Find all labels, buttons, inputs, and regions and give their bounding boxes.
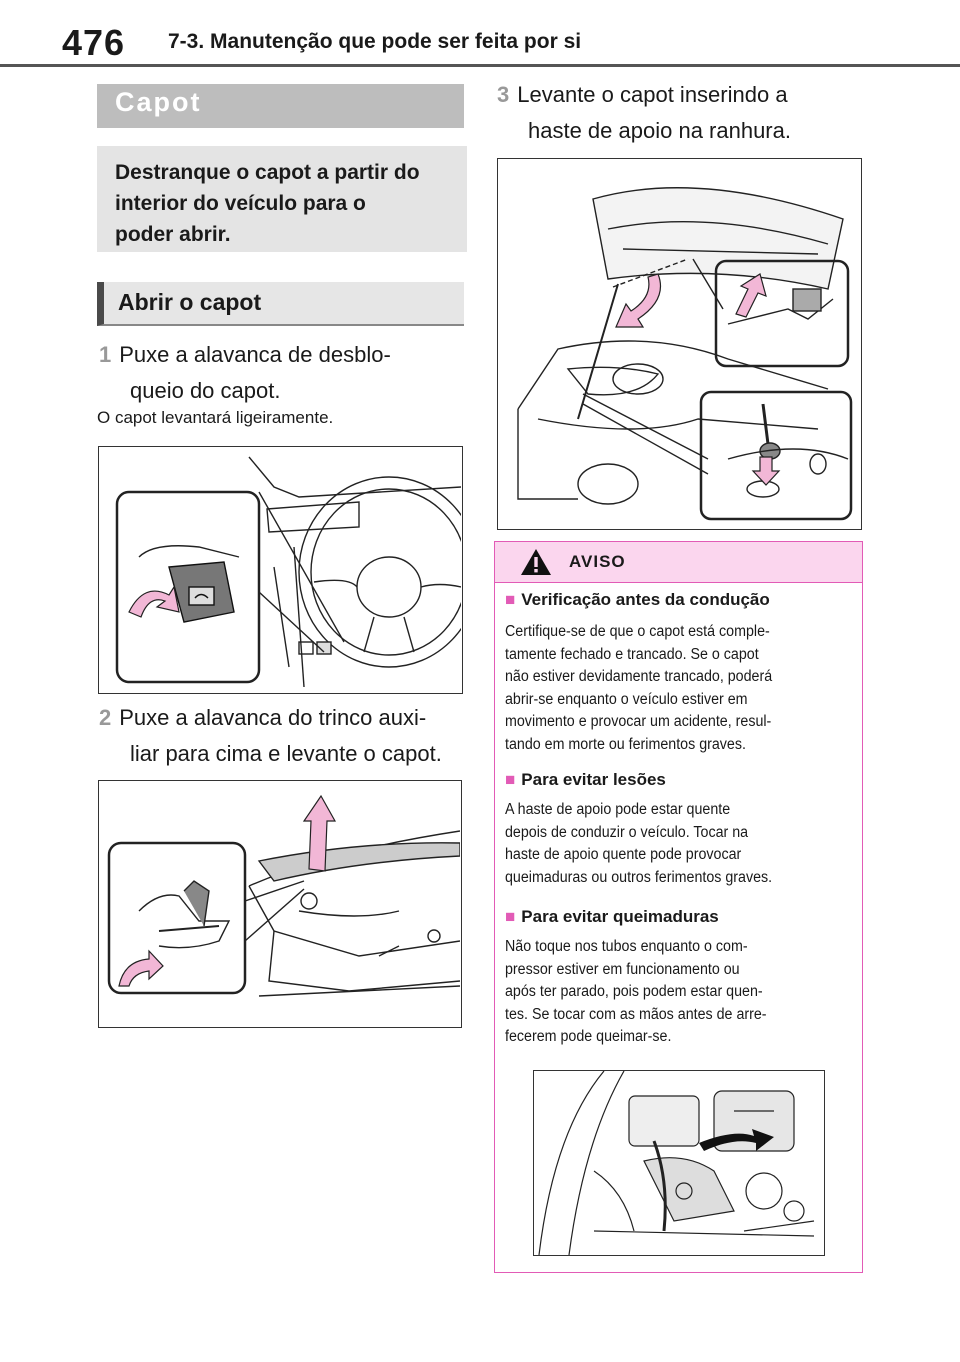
warning-section-heading: Para evitar lesões: [521, 770, 666, 789]
text-line: tando em morte ou ferimentos graves.: [505, 735, 746, 753]
step-text: Levante o capot inserindo a: [517, 82, 788, 107]
text-line: pressor estiver em funcionamento ou: [505, 960, 740, 978]
warning-section-heading: Para evitar queimaduras: [521, 907, 719, 926]
text-line: tes. Se tocar com as mãos antes de arre-: [505, 1005, 767, 1023]
figure-hood-support-rod: [497, 158, 862, 530]
black-arrow-icon: [699, 1129, 774, 1151]
step-text: Puxe a alavanca de desblo-: [119, 342, 391, 367]
square-bullet-icon: ■: [505, 770, 516, 789]
text-line: não estiver devidamente trancado, poderá: [505, 668, 773, 685]
text-line: após ter parado, pois podem estar quen-: [505, 983, 763, 1000]
intro-line: Destranque o capot a partir do: [115, 161, 420, 184]
warning-section-injury: ■ Para evitar lesões A haste de apoio pod…: [505, 770, 880, 889]
step-text: Puxe a alavanca do trinco auxi-: [119, 705, 427, 730]
warning-section-text: Não toque nos tubos enquanto o com- pres…: [505, 936, 850, 1049]
text-line: abrir-se enquanto o veículo estiver em: [505, 690, 748, 708]
figure-engine-compartment: [533, 1070, 825, 1256]
step-note: O capot levantará ligeiramente.: [97, 408, 334, 427]
text-line: Não toque nos tubos enquanto o com-: [505, 938, 748, 955]
text-line: depois de conduzir o veículo. Tocar na: [505, 823, 749, 841]
text-line: A haste de apoio pode estar quente: [505, 801, 731, 818]
step-text: haste de apoio na ranhura.: [528, 118, 791, 143]
text-line: queimaduras ou outros ferimentos graves.: [505, 868, 773, 886]
subheading-abrir-capot: Abrir o capot: [97, 282, 464, 326]
pink-arrow-icon: [615, 273, 662, 328]
step-2: 2 Puxe a alavanca do trinco auxi- liar pa…: [99, 700, 474, 772]
intro-line: poder abrir.: [115, 223, 231, 246]
step-text: queio do capot.: [130, 378, 281, 403]
step-number: 3: [497, 82, 510, 107]
section-title: 7-3. Manutenção que pode ser feita por s…: [168, 30, 582, 53]
text-line: fecerem pode queimar-se.: [505, 1028, 672, 1045]
warning-box: AVISO ■ Verificação antes da condução Cer…: [494, 541, 863, 1273]
step-number: 1: [99, 342, 112, 367]
warning-section-heading: Verificação antes da condução: [521, 590, 770, 609]
figure-hood-release-lever: [98, 446, 463, 694]
page-number: 476: [62, 22, 126, 63]
text-line: tamente fechado e trancado. Se o capot: [505, 645, 759, 663]
text-line: Certifique-se de que o capot está comple…: [505, 623, 770, 640]
step-3: 3 Levante o capot inserindo a haste de ap…: [497, 77, 877, 149]
warning-triangle-icon: [521, 549, 551, 575]
intro-line: interior do veículo para o: [115, 192, 366, 215]
intro-box: Destranque o capot a partir do interior …: [97, 146, 467, 252]
warning-header: AVISO: [495, 542, 862, 583]
pink-arrow-icon: [302, 794, 337, 872]
warning-section-burns: ■ Para evitar queimaduras Não toque nos t…: [505, 907, 880, 1049]
square-bullet-icon: ■: [505, 907, 516, 926]
header-divider: [0, 64, 960, 67]
pink-arrow-icon: [751, 456, 781, 486]
figure-auxiliary-catch: [98, 780, 462, 1028]
warning-title: AVISO: [569, 552, 626, 571]
warning-section-text: Certifique-se de que o capot está comple…: [505, 621, 850, 756]
text-line: haste de apoio quente pode provocar: [505, 846, 742, 863]
step-number: 2: [99, 705, 112, 730]
step-1: 1 Puxe a alavanca de desblo- queio do cap…: [99, 337, 469, 409]
text-line: movimento e provocar um acidente, resul-: [505, 713, 772, 730]
pink-arrow-icon: [118, 949, 164, 987]
pink-arrow-icon: [735, 273, 767, 318]
step-text: liar para cima e levante o capot.: [130, 741, 442, 766]
warning-section-text: A haste de apoio pode estar quente depoi…: [505, 799, 850, 889]
square-bullet-icon: ■: [505, 590, 516, 609]
heading-capot: Capot: [97, 84, 464, 128]
warning-section-checking: ■ Verificação antes da condução Certifiqu…: [505, 590, 880, 756]
pink-arrow-icon: [128, 585, 180, 618]
